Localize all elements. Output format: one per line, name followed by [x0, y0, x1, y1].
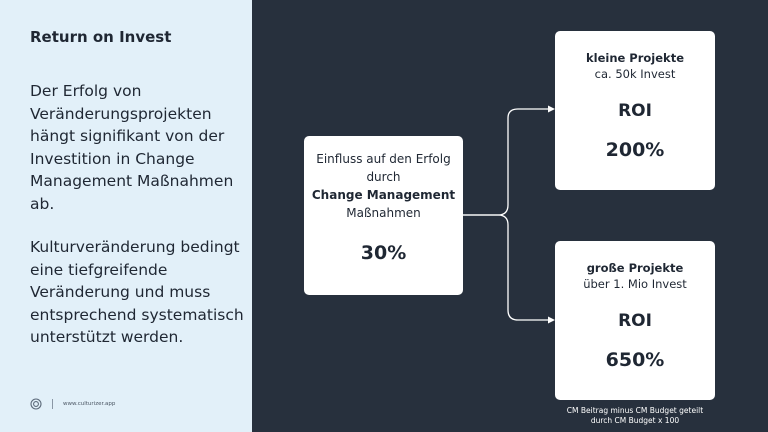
cm-card-heading: Change Management [311, 188, 456, 202]
footer: www.culturizer.app [30, 398, 115, 410]
large-projects-roi-value: 650% [605, 349, 665, 371]
cm-card-line-1: Einfluss auf den Erfolg [316, 152, 451, 166]
roi-formula-note: CM Beitrag minus CM Budget geteilt durch… [545, 406, 725, 426]
large-projects-invest: über 1. Mio Invest [583, 277, 687, 291]
large-projects-title: große Projekte [586, 261, 684, 275]
cm-card-line-2: durch [366, 170, 401, 184]
cm-card-value: 30% [360, 242, 407, 264]
change-management-card: Einfluss auf den Erfolg durch Change Man… [304, 136, 463, 295]
culture-paragraph: Kulturveränderung bedingt eine tiefgreif… [30, 238, 244, 346]
small-projects-roi-value: 200% [605, 139, 665, 161]
small-projects-title: kleine Projekte [585, 51, 684, 65]
cm-card-line-4: Maßnahmen [346, 206, 421, 220]
slide-title: Return on Invest [30, 28, 172, 46]
large-projects-roi-label: ROI [618, 311, 652, 331]
small-projects-invest: ca. 50k Invest [594, 67, 676, 81]
large-projects-card: große Projekte über 1. Mio Invest ROI 65… [555, 241, 715, 400]
footer-divider [52, 399, 53, 409]
small-projects-card: kleine Projekte ca. 50k Invest ROI 200% [555, 31, 715, 190]
roi-formula-line-1: CM Beitrag minus CM Budget geteilt [566, 406, 704, 415]
left-panel: Return on Invest Der Erfolg von Veränder… [0, 0, 252, 432]
roi-formula-line-2: durch CM Budget x 100 [590, 416, 680, 425]
culturizer-logo-icon [30, 398, 42, 410]
small-projects-roi-label: ROI [618, 101, 652, 121]
intro-paragraph: Der Erfolg von Veränderungsprojekten hän… [30, 82, 234, 213]
footer-url[interactable]: www.culturizer.app [63, 401, 116, 407]
